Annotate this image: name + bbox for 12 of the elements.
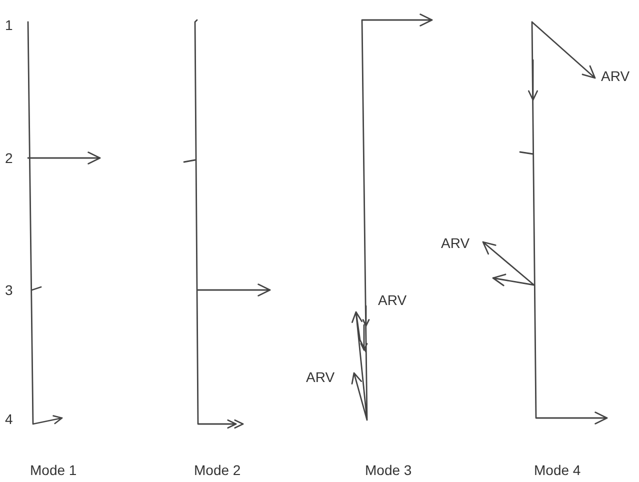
vector-label: ARV	[306, 369, 335, 385]
vector-label: ARV	[441, 235, 470, 251]
mode-label: Mode 1	[30, 462, 77, 478]
mode-label: Mode 4	[534, 462, 581, 478]
level-number: 4	[5, 411, 13, 427]
vector-label: ARV	[378, 292, 407, 308]
level-number: 1	[5, 17, 13, 33]
mode-label: Mode 2	[194, 462, 241, 478]
level-number: 2	[5, 150, 13, 166]
mode-label: Mode 3	[365, 462, 412, 478]
level-number: 3	[5, 282, 13, 298]
vector-label: ARV	[601, 68, 630, 84]
